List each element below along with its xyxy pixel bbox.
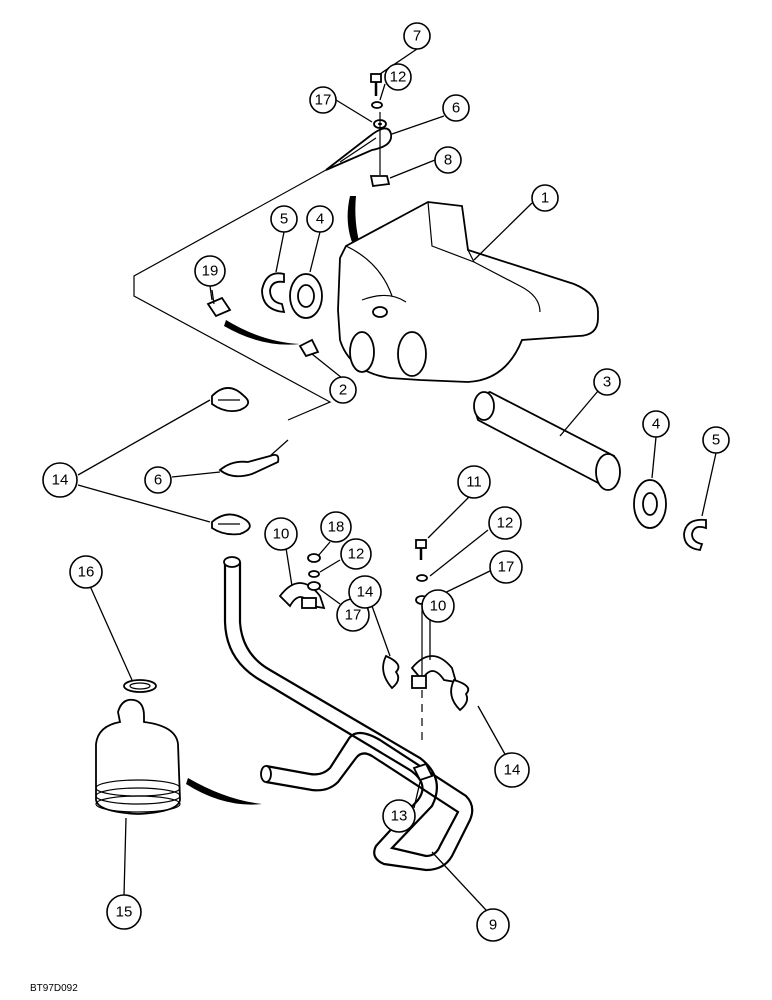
svg-text:18: 18: [328, 519, 345, 536]
svg-text:6: 6: [452, 100, 460, 117]
svg-text:14: 14: [504, 762, 521, 779]
callout-7: 7: [403, 22, 431, 50]
bolt-11: [415, 539, 427, 560]
svg-text:9: 9: [489, 917, 497, 934]
svg-text:7: 7: [413, 28, 421, 45]
pivot-casting-1: [337, 201, 599, 383]
callout-5: 5: [270, 205, 298, 233]
boot-15: [95, 698, 181, 815]
svg-text:19: 19: [202, 263, 219, 280]
callout-17b: 17: [489, 550, 523, 584]
svg-text:17: 17: [315, 92, 332, 109]
callout-4: 4: [306, 205, 334, 233]
callout-14: 14: [42, 462, 78, 498]
clamp-10-right: [410, 655, 458, 689]
clip-6-top: [325, 112, 393, 175]
callout-8: 8: [434, 146, 462, 174]
callout-3: 3: [593, 368, 621, 396]
callout-6: 6: [442, 94, 470, 122]
callout-11: 11: [457, 465, 491, 499]
svg-text:12: 12: [348, 546, 365, 563]
snap-ring-5-lower: [683, 518, 707, 551]
svg-text:4: 4: [652, 416, 660, 433]
svg-text:16: 16: [78, 564, 95, 581]
callout-14c: 14: [348, 575, 382, 609]
clip-6-lower: [218, 439, 289, 478]
callout-18: 18: [320, 511, 352, 543]
svg-text:5: 5: [712, 432, 720, 449]
clip-14-middle: [211, 513, 251, 536]
svg-text:11: 11: [466, 474, 482, 491]
svg-text:15: 15: [116, 904, 133, 921]
clip-14-lower-right: [450, 678, 470, 712]
callout-13: 13: [382, 799, 416, 833]
leader-lines: [77, 48, 717, 911]
tube-route-upper: [133, 169, 332, 421]
callout-1: 1: [531, 184, 559, 212]
svg-text:4: 4: [316, 211, 324, 228]
callout-14d: 14: [494, 752, 530, 788]
clip-14-lower-left: [382, 654, 400, 690]
svg-text:14: 14: [357, 584, 374, 601]
thrust-washer-4-upper: [289, 273, 323, 319]
thrust-washer-4-lower: [633, 479, 667, 529]
nut-13: [412, 762, 434, 782]
callout-10: 10: [264, 517, 298, 551]
callout-19: 19: [194, 255, 226, 287]
svg-text:17: 17: [345, 607, 362, 624]
svg-text:12: 12: [390, 69, 407, 86]
fitting-19: [206, 289, 232, 318]
assembly-arrow-3: [186, 778, 262, 805]
nut-8: [369, 175, 391, 187]
svg-text:14: 14: [52, 472, 69, 489]
callout-12b: 12: [488, 506, 522, 540]
callout-5b: 5: [702, 426, 730, 454]
hose-clamp-16: [123, 679, 157, 693]
figure-code: BT97D092: [30, 983, 78, 994]
callout-9: 9: [476, 908, 510, 942]
callout-12: 12: [384, 63, 412, 91]
washer-12-right: [416, 574, 428, 582]
callout-4b: 4: [642, 410, 670, 438]
callout-2: 2: [329, 376, 357, 404]
pivot-pin-3: [473, 391, 621, 491]
callout-17: 17: [309, 86, 337, 114]
svg-text:5: 5: [280, 211, 288, 228]
assembly-arrow-1: [347, 196, 372, 274]
svg-text:10: 10: [430, 598, 447, 615]
grease-fitting-2: [298, 338, 320, 358]
washer-12-top: [371, 101, 383, 109]
svg-text:2: 2: [339, 382, 347, 399]
svg-text:13: 13: [391, 808, 408, 825]
svg-text:17: 17: [498, 559, 515, 576]
svg-text:12: 12: [497, 515, 514, 532]
hydraulic-tube-9: [223, 556, 474, 872]
svg-text:10: 10: [273, 526, 290, 543]
callout-12c: 12: [340, 538, 372, 570]
svg-text:8: 8: [444, 152, 452, 169]
svg-text:6: 6: [154, 472, 162, 489]
washer-12-left: [308, 570, 320, 578]
callout-6b: 6: [144, 466, 172, 494]
callout-15: 15: [106, 894, 142, 930]
assembly-arrow-2: [224, 320, 300, 345]
callout-10b: 10: [421, 589, 455, 623]
clip-14-upper: [211, 387, 250, 413]
svg-text:1: 1: [541, 190, 549, 207]
snap-ring-5-upper: [261, 272, 286, 314]
washer-17-left: [307, 581, 321, 591]
nut-18: [307, 553, 321, 563]
callout-16: 16: [69, 555, 103, 589]
bolt-7: [370, 73, 382, 96]
svg-text:3: 3: [603, 374, 611, 391]
